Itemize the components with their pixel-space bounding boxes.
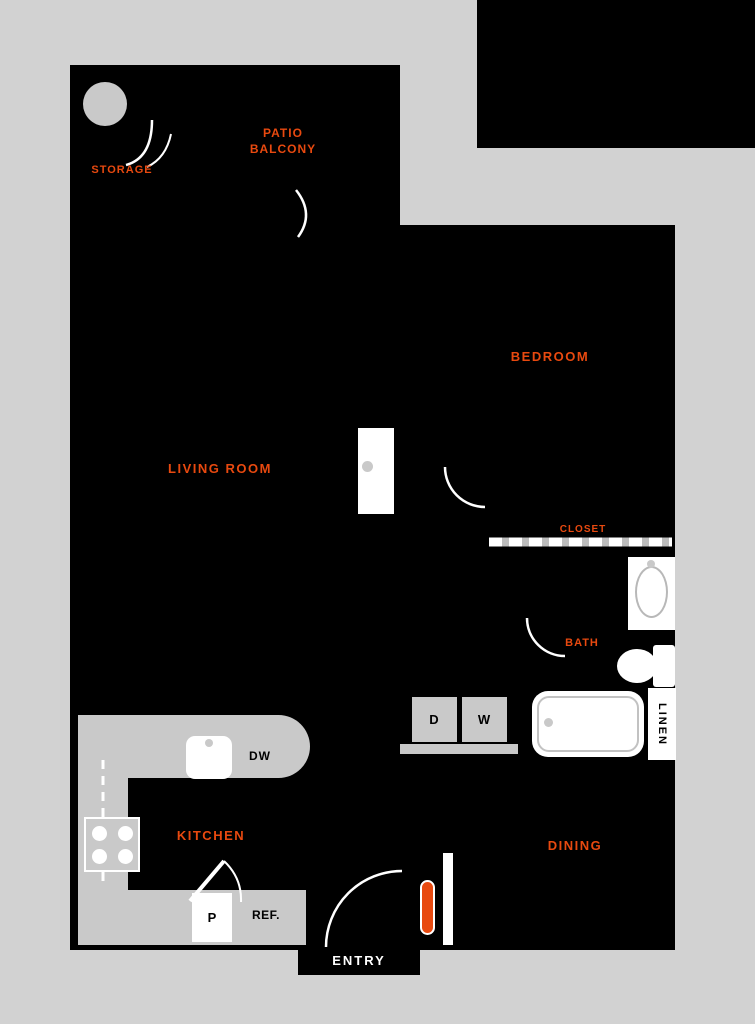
title-block (477, 0, 755, 148)
toilet-bowl-icon (617, 649, 657, 683)
pantry-box: P (192, 893, 232, 942)
room-label-dining: DINING (547, 838, 603, 853)
faucet-icon (647, 560, 655, 568)
pantry-label: P (207, 910, 217, 925)
door-leaf-icon (420, 880, 435, 935)
entry-threshold (298, 950, 420, 975)
linen-label: LINEN (656, 702, 668, 746)
burner-icon (118, 849, 133, 864)
dishwasher-label: DW (249, 749, 271, 763)
kitchen-faucet-icon (205, 739, 213, 747)
room-label-living-room: LIVING ROOM (168, 461, 272, 476)
toilet-tank-icon (653, 645, 675, 687)
linen-closet: LINEN (648, 688, 676, 760)
refrigerator-label: REF. (251, 908, 280, 922)
patio-label-line1: PATIO (263, 126, 303, 140)
patio-table-icon (83, 82, 127, 126)
room-label-bedroom: BEDROOM (510, 349, 590, 364)
bathtub-inner-icon (537, 696, 639, 752)
washer-box: W (462, 697, 507, 742)
dryer-label: D (429, 712, 440, 727)
room-label-kitchen: KITCHEN (176, 828, 246, 843)
dryer-box: D (412, 697, 457, 742)
room-label-bath: BATH (565, 637, 599, 649)
sink-basin-icon (635, 566, 668, 618)
burner-icon (118, 826, 133, 841)
washer-label: W (477, 712, 492, 727)
laundry-base (400, 744, 518, 754)
room-label-patio-balcony: PATIO BALCONY (233, 125, 333, 157)
fireplace-dot-icon (362, 461, 373, 472)
bathtub-faucet-icon (544, 718, 553, 727)
room-label-closet: CLOSET (559, 524, 607, 535)
bathtub-icon (532, 691, 644, 757)
stove-icon (84, 817, 140, 872)
burner-icon (92, 826, 107, 841)
patio-label-line2: BALCONY (249, 142, 317, 156)
room-label-storage: STORAGE (91, 164, 153, 176)
room-label-entry: ENTRY (332, 953, 386, 968)
burner-icon (92, 849, 107, 864)
door-frame (443, 853, 453, 945)
